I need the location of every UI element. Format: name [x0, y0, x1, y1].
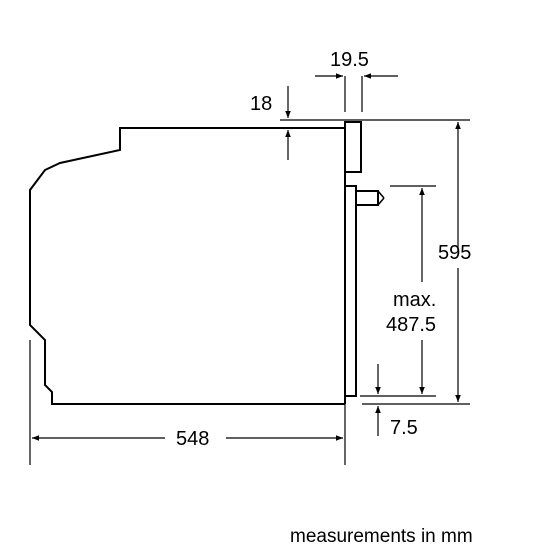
- dim-19-5-label: 19.5: [330, 49, 369, 71]
- front-panel: [344, 121, 362, 173]
- dim-487-label-value: 487.5: [386, 314, 436, 336]
- dim-18-label: 18: [250, 93, 272, 115]
- dim-548-label: 548: [176, 428, 209, 450]
- dim-487-label-max: max.: [393, 289, 436, 311]
- door-handle-tip: [377, 190, 385, 199]
- door-outline: [344, 122, 357, 404]
- units-caption: measurements in mm: [290, 526, 473, 547]
- door-handle: [355, 190, 379, 206]
- dim-595-label: 595: [438, 242, 471, 264]
- oven-body-outline: [29, 127, 345, 405]
- dim-7-5-label: 7.5: [390, 417, 418, 439]
